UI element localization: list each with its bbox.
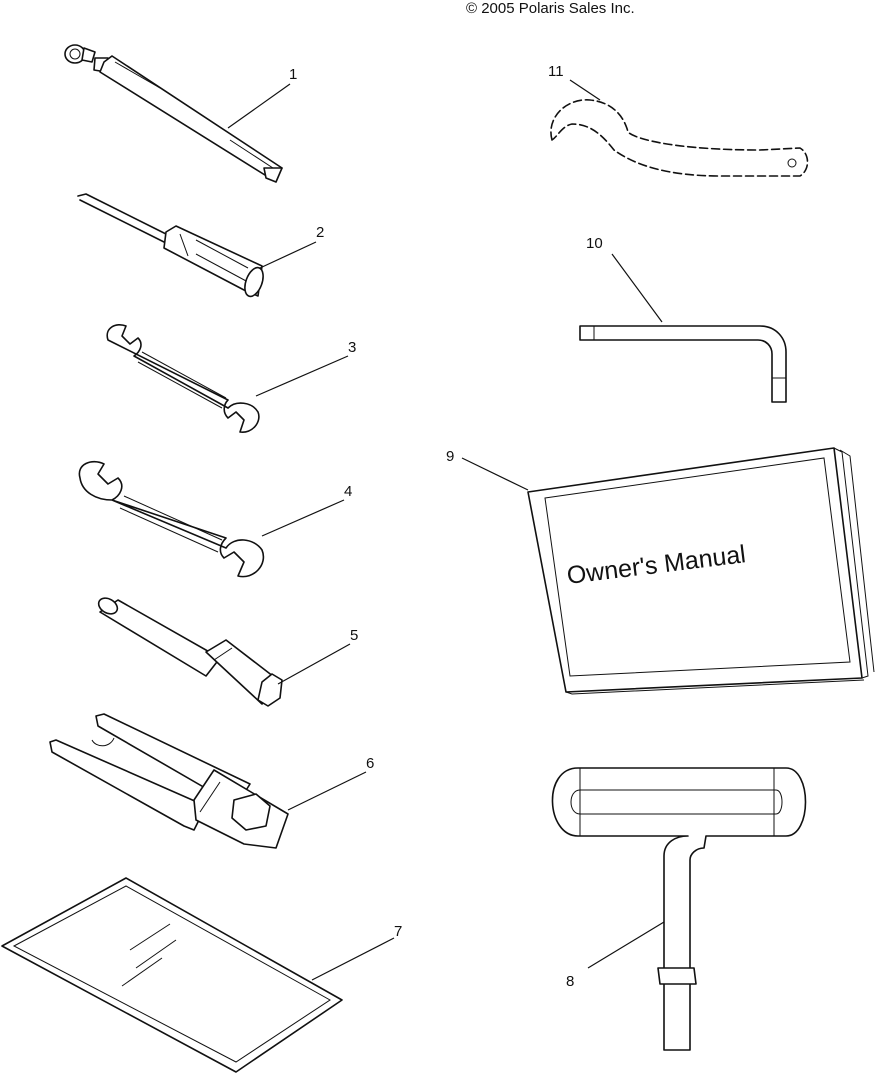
svg-text:1: 1 (289, 66, 297, 83)
part-9-owners-manual: Owner's Manual (527, 447, 875, 695)
part-4-wrench-large (78, 460, 265, 578)
part-10-hex-key (579, 325, 787, 403)
svg-text:2: 2 (316, 224, 324, 241)
callout-1: 1 (227, 66, 297, 129)
callout-9: 9 (446, 448, 529, 491)
svg-text:7: 7 (394, 923, 402, 940)
callout-10: 10 (586, 235, 663, 323)
callout-2: 2 (259, 224, 324, 269)
svg-text:6: 6 (366, 755, 374, 772)
callout-3: 3 (255, 339, 356, 397)
part-7-parts-bag (1, 877, 343, 1073)
callout-7: 7 (311, 923, 402, 981)
copyright-notice: © 2005 Polaris Sales Inc. (466, 0, 635, 17)
part-11-spanner-wrench (550, 99, 809, 177)
svg-text:8: 8 (566, 973, 574, 990)
callout-11: 11 (548, 63, 601, 101)
callout-8: 8 (566, 921, 665, 990)
svg-text:9: 9 (446, 448, 454, 465)
svg-text:5: 5 (350, 627, 358, 644)
part-3-wrench-small (106, 324, 260, 433)
svg-text:10: 10 (586, 235, 603, 252)
part-2-screwdriver (77, 193, 264, 298)
callout-6: 6 (287, 755, 374, 811)
callout-4: 4 (261, 483, 352, 537)
svg-text:3: 3 (348, 339, 356, 356)
part-8-t-handle (551, 767, 807, 1051)
svg-text:11: 11 (548, 63, 564, 80)
part-1-tire-gauge (64, 44, 283, 183)
svg-text:4: 4 (344, 483, 352, 500)
part-5-spark-plug-socket (97, 597, 283, 707)
part-6-adjuster-tool (49, 713, 289, 849)
callout-5: 5 (277, 627, 358, 685)
